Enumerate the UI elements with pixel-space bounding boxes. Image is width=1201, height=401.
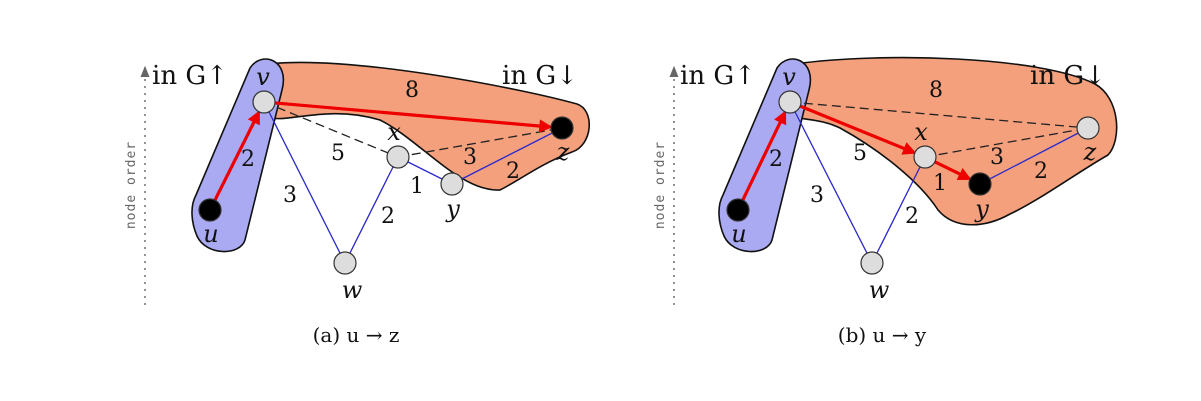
node-label-y: y	[445, 195, 460, 223]
label-in-g-down: in G↓	[1030, 61, 1106, 91]
node-u	[726, 198, 750, 222]
node-u	[198, 198, 222, 222]
shortcut-weight-x-z: 3	[463, 145, 477, 170]
edge-weight-u-v: 2	[241, 147, 255, 172]
shortcut-weight-v-x: 5	[853, 141, 867, 166]
label-in-g-up: in G↑	[680, 61, 756, 91]
node-w	[860, 251, 884, 275]
node-label-x: x	[387, 118, 401, 146]
caption-b: (b) u → y	[838, 323, 927, 347]
node-w	[333, 251, 357, 275]
path-arrow-v-x	[799, 104, 917, 155]
node-label-u: u	[731, 220, 746, 248]
node-label-z: z	[556, 138, 570, 166]
node-v	[778, 90, 802, 114]
node-label-v: v	[256, 63, 270, 91]
label-in-g-down: in G↓	[502, 61, 578, 91]
edge-weight-y-z: 2	[1034, 159, 1048, 184]
edge-weight-x-y: 1	[410, 174, 424, 199]
edge-y-z	[451, 127, 563, 185]
edge-w-x	[871, 156, 926, 264]
node-label-w: w	[342, 276, 363, 304]
shortcut-weight-v-z: 8	[405, 78, 419, 103]
region-down	[258, 61, 591, 191]
edge-v-w	[263, 101, 346, 264]
node-label-u: u	[203, 220, 218, 248]
edge-weight-x-y: 1	[933, 171, 947, 196]
node-label-y: y	[974, 195, 989, 223]
node-order-label: node order	[653, 141, 668, 229]
node-x	[386, 145, 410, 169]
node-x	[913, 145, 937, 169]
edge-weight-v-w: 3	[283, 183, 297, 208]
edge-weight-u-v: 2	[769, 147, 783, 172]
shortcut-v-z	[789, 101, 1089, 129]
edge-w-x	[344, 156, 399, 264]
edge-y-z	[979, 127, 1089, 185]
edge-weight-v-w: 3	[810, 183, 824, 208]
node-order-label: node order	[124, 141, 139, 229]
node-label-w: w	[869, 276, 890, 304]
path-arrow-u-v	[741, 110, 787, 201]
caption-a: (a) u → z	[313, 323, 400, 347]
label-in-g-up: in G↑	[152, 61, 228, 91]
edge-v-w	[789, 101, 873, 264]
shortcut-weight-v-z: 8	[929, 78, 943, 103]
shortcut-v-x	[263, 101, 399, 158]
node-label-z: z	[1083, 138, 1097, 166]
shortcut-weight-v-x: 5	[331, 141, 345, 166]
path-arrow-v-z	[274, 101, 553, 133]
node-label-v: v	[782, 63, 796, 91]
node-y	[440, 172, 464, 196]
edge-weight-w-x: 2	[381, 204, 395, 229]
region-down	[783, 56, 1118, 226]
path-arrow-u-v	[213, 110, 261, 201]
node-y	[968, 172, 992, 196]
edge-weight-y-z: 2	[506, 159, 520, 184]
node-label-x: x	[914, 118, 928, 146]
path-arrow-x-y	[934, 160, 972, 181]
edge-weight-w-x: 2	[905, 204, 919, 229]
node-z	[550, 116, 574, 140]
node-v	[252, 90, 276, 114]
shortcut-weight-x-z: 3	[990, 145, 1004, 170]
node-z	[1076, 116, 1100, 140]
